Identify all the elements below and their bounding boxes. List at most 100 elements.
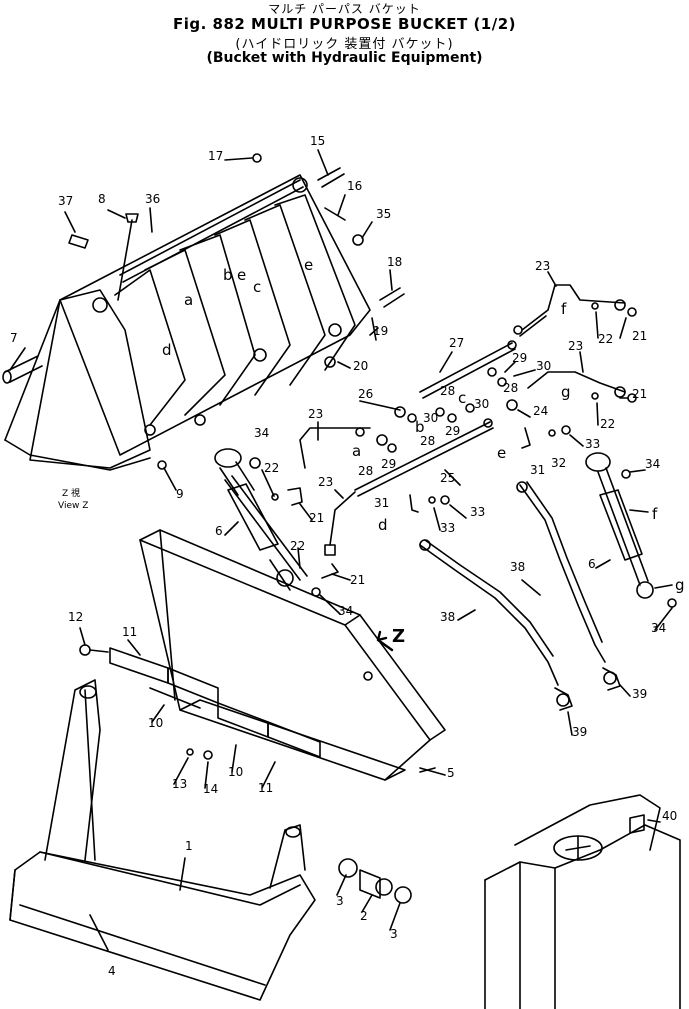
part-number-38: 38 — [510, 560, 525, 574]
japanese-subtitle: (ハイドロリック 装置付 バケット) — [235, 37, 454, 52]
connection-letter-e: e — [497, 444, 506, 462]
connection-letter-b: b — [223, 266, 233, 284]
part-number-29: 29 — [445, 424, 460, 438]
part-number-32: 32 — [551, 456, 566, 470]
cutting-edges — [79, 627, 446, 789]
part-number-1: 1 — [185, 839, 193, 853]
view-z-marker: Z 視 View Z — [58, 487, 88, 511]
part-number-22: 22 — [600, 417, 615, 431]
part-number-38: 38 — [440, 610, 455, 624]
part-number-7: 7 — [10, 331, 18, 345]
connection-letter-g: g — [561, 383, 571, 401]
part-number-34: 34 — [254, 426, 269, 440]
part-number-10: 10 — [148, 716, 163, 730]
part-number-36: 36 — [145, 192, 160, 206]
part-number-30: 30 — [423, 411, 438, 425]
part-number-14: 14 — [203, 782, 218, 796]
part-number-21: 21 — [350, 573, 365, 587]
connection-letter-d: d — [378, 516, 388, 534]
part-number-35: 35 — [376, 207, 391, 221]
part-number-18: 18 — [387, 255, 402, 269]
connection-letter-f: f — [561, 300, 567, 318]
part-number-25: 25 — [440, 471, 455, 485]
part-number-3: 3 — [336, 894, 344, 908]
part-number-22: 22 — [598, 332, 613, 346]
connection-letter-a: a — [184, 291, 193, 309]
part-number-6: 6 — [215, 524, 223, 538]
part-number-31: 31 — [530, 463, 545, 477]
connection-letter-c: c — [253, 278, 261, 296]
part-number-3: 3 — [390, 927, 398, 941]
view-z-en: View Z — [58, 501, 88, 511]
part-number-6: 6 — [588, 557, 596, 571]
figure-header: マルチ パーパス バケット Fig. 882 MULTI PURPOSE BUC… — [0, 0, 689, 72]
part-number-22: 22 — [290, 539, 305, 553]
part-number-28: 28 — [503, 381, 518, 395]
part-number-10: 10 — [228, 765, 243, 779]
connection-letter-d: d — [162, 341, 172, 359]
part-number-29: 29 — [512, 351, 527, 365]
part-number-37: 37 — [58, 194, 73, 208]
part-number-23: 23 — [308, 407, 323, 421]
connection-letter-a: a — [352, 442, 361, 460]
figure-title: Fig. 882 MULTI PURPOSE BUCKET (1/2) — [172, 15, 517, 33]
part-number-23: 23 — [535, 259, 550, 273]
part-number-4: 4 — [108, 964, 116, 978]
part-number-11: 11 — [258, 781, 273, 795]
part-number-22: 22 — [264, 461, 279, 475]
part-number-28: 28 — [420, 434, 435, 448]
machine-cab — [484, 794, 681, 1009]
part-number-17: 17 — [208, 149, 223, 163]
part-number-8: 8 — [98, 192, 106, 206]
part-number-5: 5 — [447, 766, 455, 780]
part-number-39: 39 — [632, 687, 647, 701]
view-arrow-z: Z — [392, 626, 405, 647]
part-number-34: 34 — [645, 457, 660, 471]
part-number-21: 21 — [632, 329, 647, 343]
connection-letter-e: e — [304, 256, 313, 274]
part-number-28: 28 — [358, 464, 373, 478]
part-number-20: 20 — [353, 359, 368, 373]
upper-bucket-assembly — [2, 149, 405, 491]
part-number-33: 33 — [585, 437, 600, 451]
part-number-29: 29 — [381, 457, 396, 471]
part-number-33: 33 — [470, 505, 485, 519]
part-number-2: 2 — [360, 909, 368, 923]
part-number-30: 30 — [474, 397, 489, 411]
part-number-27: 27 — [449, 336, 464, 350]
part-number-19: 19 — [373, 324, 388, 338]
connection-letter-e: e — [237, 266, 246, 284]
part-number-39: 39 — [572, 725, 587, 739]
part-number-11: 11 — [122, 625, 137, 639]
bucket-5 — [139, 529, 446, 781]
part-number-34: 34 — [651, 621, 666, 635]
part-number-28: 28 — [440, 384, 455, 398]
connection-letter-g: g — [675, 576, 685, 594]
part-number-15: 15 — [310, 134, 325, 148]
connection-letter-c: c — [458, 389, 466, 407]
hydraulic-lines — [271, 271, 646, 736]
part-number-16: 16 — [347, 179, 362, 193]
japanese-title: マルチ パーパス バケット — [268, 2, 421, 16]
part-number-21: 21 — [309, 511, 324, 525]
part-number-24: 24 — [533, 404, 548, 418]
part-number-9: 9 — [176, 487, 184, 501]
part-number-12: 12 — [68, 610, 83, 624]
bucket-1 — [9, 679, 412, 1001]
part-number-13: 13 — [172, 777, 187, 791]
part-number-40: 40 — [662, 809, 677, 823]
part-number-33: 33 — [440, 521, 455, 535]
part-number-26: 26 — [358, 387, 373, 401]
english-subtitle: (Bucket with Hydraulic Equipment) — [206, 50, 483, 66]
connection-letter-b: b — [415, 418, 425, 436]
connection-letter-f: f — [652, 505, 658, 523]
part-number-21: 21 — [632, 387, 647, 401]
part-number-31: 31 — [374, 496, 389, 510]
view-z-jp: Z 視 — [62, 487, 80, 499]
part-number-23: 23 — [568, 339, 583, 353]
part-number-30: 30 — [536, 359, 551, 373]
part-number-34: 34 — [338, 604, 353, 618]
